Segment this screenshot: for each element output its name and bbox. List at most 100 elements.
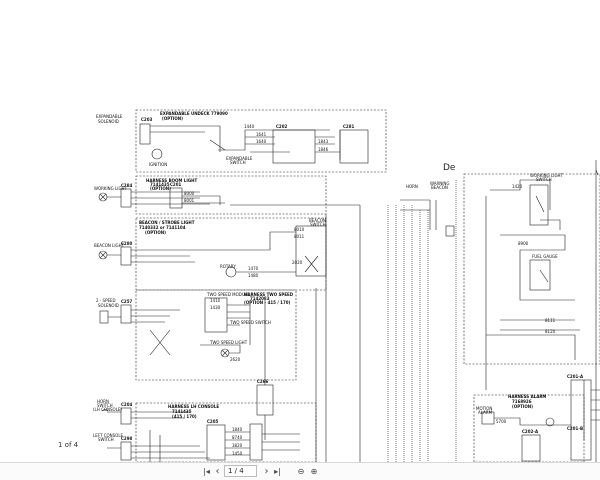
two-speed-option: (OPTION - 415 / 170) bbox=[244, 300, 291, 305]
label-beacon-switch: BEACON bbox=[309, 218, 326, 223]
connector-label: C281 bbox=[343, 124, 355, 129]
label-left-console-switch: SWITCH bbox=[98, 437, 114, 442]
wire-number: 1641 bbox=[256, 132, 267, 137]
connector-labels: C203 C202 C281 C284 C201 C280 C257 C266 … bbox=[121, 117, 584, 441]
wire-number: 8010 bbox=[294, 227, 305, 232]
wire-number: 8001 bbox=[184, 198, 195, 203]
connector-label: C284 bbox=[121, 183, 133, 188]
connector-label: C202 bbox=[276, 124, 288, 129]
wire-number: 8740 bbox=[232, 435, 243, 440]
connector-label: C280 bbox=[121, 241, 133, 246]
first-page-icon[interactable]: |◂ bbox=[203, 467, 210, 476]
wire-number: 8111 bbox=[545, 318, 556, 323]
wire-number: 1640 bbox=[256, 139, 267, 144]
diagram-header-fragment: De bbox=[443, 163, 456, 173]
connector-label: C257 bbox=[121, 299, 133, 304]
wire-number: 3820 bbox=[232, 443, 243, 448]
wire-numbers: 1440 1641 1640 1843 1846 8000 8001 8010 … bbox=[184, 124, 556, 456]
label-horn: HORN bbox=[97, 399, 109, 404]
label-expandable-switch-2: SWITCH bbox=[230, 160, 246, 165]
wire-number: 1450 bbox=[232, 451, 243, 456]
connector-label: C205 bbox=[207, 419, 219, 424]
lh-console-title: HARNESS LH CONSOLE bbox=[168, 404, 219, 409]
wire-number: 5700 bbox=[496, 419, 507, 424]
boom-light-option: (OPTION) bbox=[150, 186, 171, 191]
left-component-labels: EXPANDABLE SOLENOID WORKING LIGHT BEACON… bbox=[93, 114, 128, 442]
previous-page-icon[interactable]: ‹ bbox=[215, 466, 220, 477]
label-warning-beacon: BEACON bbox=[431, 185, 448, 190]
label-motion: MOTION bbox=[476, 406, 492, 411]
harness-box-titles: EXPANDABLE UNDECK 779090 (OPTION) HARNES… bbox=[139, 111, 546, 419]
label-beacon-switch-2: SWITCH bbox=[310, 222, 326, 227]
alarm-title: HARNESS ALARM bbox=[508, 394, 546, 399]
label-left-console: LEFT CONSOLE bbox=[93, 433, 124, 438]
connector-label: C204 bbox=[121, 402, 133, 407]
label-two-speed-module: TWO SPEED MODULE bbox=[206, 292, 250, 297]
label-beacon-light: BEACON LIGHT bbox=[94, 243, 125, 248]
wire-number: 8120 bbox=[545, 329, 556, 334]
label-two-speed-switch: TWO SPEED SWITCH bbox=[229, 320, 271, 325]
label-working-light: WORKING LIGHT bbox=[94, 186, 128, 191]
page-number-field[interactable]: 1 / 4 bbox=[224, 465, 257, 477]
wire-number: 1840 bbox=[232, 427, 243, 432]
next-page-icon[interactable]: › bbox=[264, 466, 269, 477]
wire-number: 1410 bbox=[210, 298, 221, 303]
wire-number: 1430 bbox=[210, 305, 221, 310]
wire-number: 1440 bbox=[244, 124, 255, 129]
wire-number: 1420 bbox=[512, 184, 523, 189]
wiring-diagram: EXPANDABLE UNDECK 779090 (OPTION) HARNES… bbox=[93, 109, 600, 462]
label-rotary: ROTARY bbox=[220, 264, 236, 269]
wire-number: 8011 bbox=[294, 234, 305, 239]
label-ignition: IGNITION bbox=[149, 162, 167, 167]
last-page-icon[interactable]: ▸| bbox=[274, 467, 281, 476]
connector-label: C266 bbox=[257, 379, 269, 384]
wire-number: 1470 bbox=[248, 266, 259, 271]
label-fuel-gauge: FUEL GAUGE bbox=[532, 254, 558, 259]
undeck-sub: (OPTION) bbox=[162, 116, 183, 121]
label-two-speed-light: TWO SPEED LIGHT bbox=[209, 340, 248, 345]
label-horn-top: HORN bbox=[406, 184, 418, 189]
alarm-code: 7168926 bbox=[512, 399, 532, 404]
beacon-title: BEACON / STROBE LIGHT bbox=[139, 220, 195, 225]
connector-label: C298 bbox=[121, 436, 133, 441]
wire-number: 8000 bbox=[184, 191, 195, 196]
label-working-light-switch-2: SWITCH bbox=[536, 177, 552, 182]
boom-light-title: HARNESS BOOM LIGHT bbox=[146, 178, 197, 183]
label-working-light-switch: WORKING LIGHT bbox=[530, 173, 564, 178]
wire-number: 1843 bbox=[318, 139, 329, 144]
connector-label: C201-A bbox=[567, 374, 584, 379]
lh-console-code: 7141435 bbox=[172, 409, 192, 414]
two-speed-title: HARNESS TWO SPEED bbox=[244, 292, 294, 297]
label-2-speed: 2 - SPEED bbox=[96, 298, 116, 303]
beacon-code: 7140332 or 7141104 bbox=[139, 225, 186, 230]
label-horn-switch: SWITCH bbox=[97, 403, 113, 408]
component-labels: EXPANDABLE SWITCH IGNITION ROTARY BEACON… bbox=[149, 156, 564, 415]
label-expandable-switch: EXPANDABLE bbox=[226, 156, 253, 161]
alarm-option: (OPTION) bbox=[512, 404, 533, 409]
connector-label: C201-B bbox=[567, 426, 583, 431]
pdf-toolbar: |◂ ‹ 1 / 4 › ▸| ⊖ ⊕ bbox=[0, 462, 600, 480]
page-indicator: 1 of 4 bbox=[58, 441, 79, 449]
connector-label: C201 bbox=[170, 182, 182, 187]
connector-label: C202-A bbox=[522, 429, 539, 434]
connector-label: C203 bbox=[141, 117, 153, 122]
label-warning: WARNING bbox=[430, 181, 450, 186]
label-horn-console: (LH CONSOLE) bbox=[93, 407, 122, 412]
pdf-page-viewer: EXPANDABLE UNDECK 779090 (OPTION) HARNES… bbox=[58, 109, 600, 462]
label-solenoid: SOLENOID bbox=[98, 119, 119, 124]
lh-console-option: (415 / 170) bbox=[172, 414, 197, 419]
undeck-title: EXPANDABLE UNDECK 779090 bbox=[160, 111, 228, 116]
wire-number: 2020 bbox=[292, 260, 303, 265]
zoom-out-icon[interactable]: ⊖ bbox=[297, 467, 305, 476]
label-motion-alarm: ALARM bbox=[478, 410, 493, 415]
two-speed-code: 7142083 bbox=[250, 296, 270, 301]
wire-number: 8900 bbox=[518, 241, 529, 246]
zoom-in-icon[interactable]: ⊕ bbox=[310, 467, 318, 476]
boom-light-code: 7141435 bbox=[150, 182, 170, 187]
label-2-speed-solenoid: SOLENOID bbox=[98, 303, 119, 308]
label-expandable: EXPANDABLE bbox=[96, 114, 123, 119]
wire-number: 1846 bbox=[318, 147, 329, 152]
wire-number: 2620 bbox=[230, 357, 241, 362]
beacon-option: (OPTION) bbox=[145, 230, 166, 235]
wire-number: 1480 bbox=[248, 273, 259, 278]
